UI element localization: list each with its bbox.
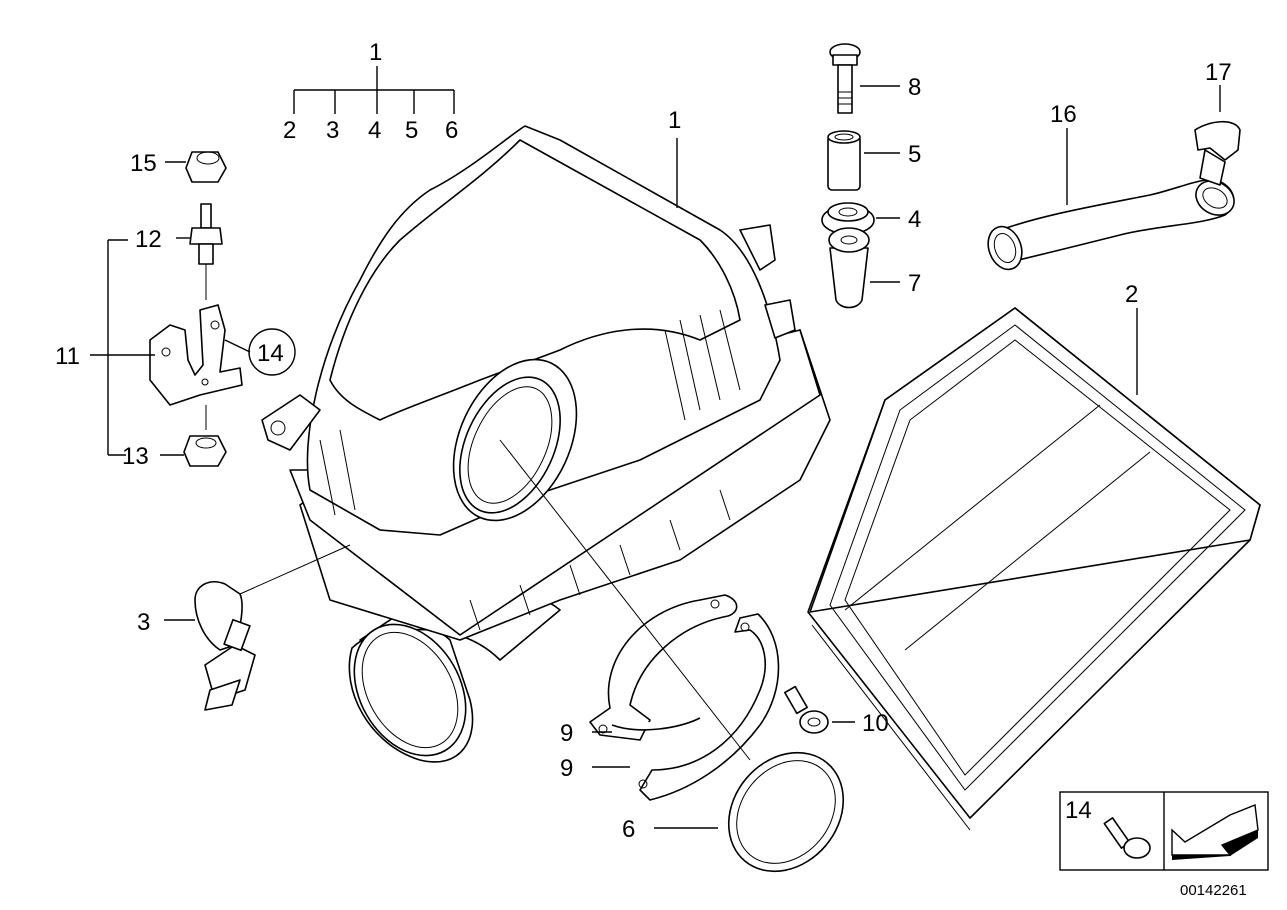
air-filter-element: 2: [807, 281, 1261, 831]
callout-6-top: 6: [445, 117, 458, 144]
callout-3-top: 3: [326, 117, 339, 144]
callout-2-filter: 2: [1125, 281, 1138, 308]
drawing-number: 00142261: [1180, 882, 1247, 899]
callout-8-screw: 8: [908, 74, 921, 101]
callout-11-bracket: 11: [55, 343, 80, 370]
callout-9-lower: 9: [560, 755, 573, 782]
callout-17-clip: 17: [1205, 59, 1232, 86]
callout-16-hose: 16: [1050, 101, 1077, 128]
clamp-ring-group: 9 9 10 6: [499, 439, 889, 873]
callout-15-nut: 15: [130, 150, 157, 177]
bracket-group: 15 12 11 13 14: [55, 150, 296, 470]
callout-6-ring: 6: [622, 816, 635, 843]
callout-4-grommet: 4: [908, 206, 921, 233]
direction-arrow-icon: [1171, 804, 1259, 860]
fastener-stack: 8 5 4 7: [821, 43, 921, 309]
callout-1-top: 1: [369, 39, 382, 66]
callout-12-stud: 12: [135, 226, 162, 253]
group-bracket-top: 1 2 3 4 5 6: [283, 39, 458, 144]
callout-5-top: 5: [405, 117, 418, 144]
callout-1-housing: 1: [668, 107, 681, 134]
air-mass-sensor: 3: [137, 544, 351, 711]
callout-13-nut: 13: [122, 443, 149, 470]
callout-14-circle: 14: [257, 340, 284, 367]
callout-10-screw: 10: [862, 710, 889, 737]
callout-5-sleeve: 5: [908, 141, 921, 168]
callout-14-legend: 14: [1065, 797, 1092, 824]
hose-and-clip: 16 17: [987, 59, 1241, 271]
legend-box: 14: [1059, 791, 1269, 871]
callout-2-top: 2: [283, 117, 296, 144]
screw-icon: [1103, 817, 1151, 859]
callout-4-top: 4: [368, 117, 381, 144]
callout-9-upper: 9: [560, 720, 573, 747]
air-filter-housing: 1: [261, 107, 831, 763]
callout-7-nut: 7: [908, 270, 921, 297]
callout-3-sensor: 3: [137, 609, 150, 636]
